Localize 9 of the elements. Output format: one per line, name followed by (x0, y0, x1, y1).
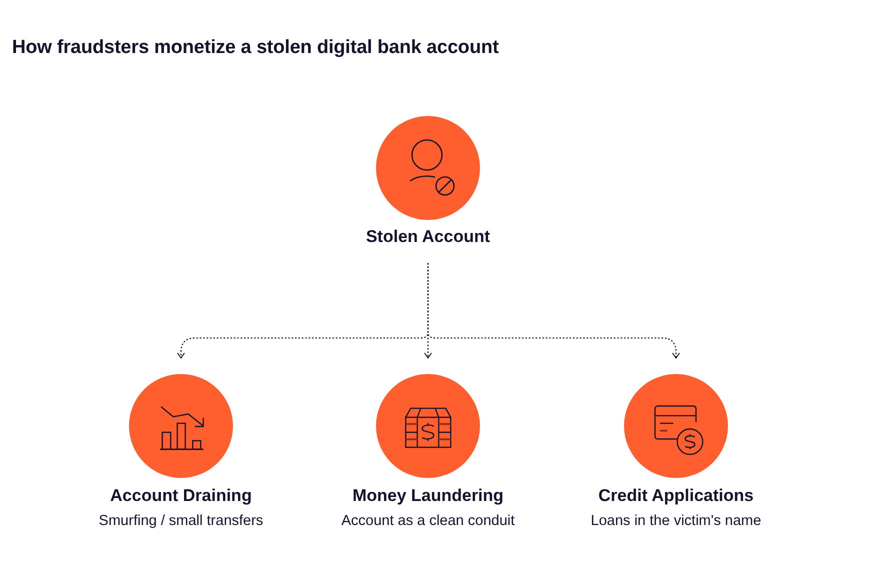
dotted-arrow (427, 263, 680, 358)
node-title: Credit Applications (598, 486, 754, 506)
node-description: Account as a clean conduit (341, 512, 515, 530)
node-title: Account Draining (110, 486, 252, 506)
node-title: Money Laundering (352, 486, 504, 506)
node-title: Stolen Account (366, 227, 490, 247)
diagram-title: How fraudsters monetize a stolen digital bank account (12, 37, 499, 59)
node-description: Smurfing / small transfers (98, 512, 264, 530)
node-description: Loans in the victim's name (590, 512, 762, 530)
